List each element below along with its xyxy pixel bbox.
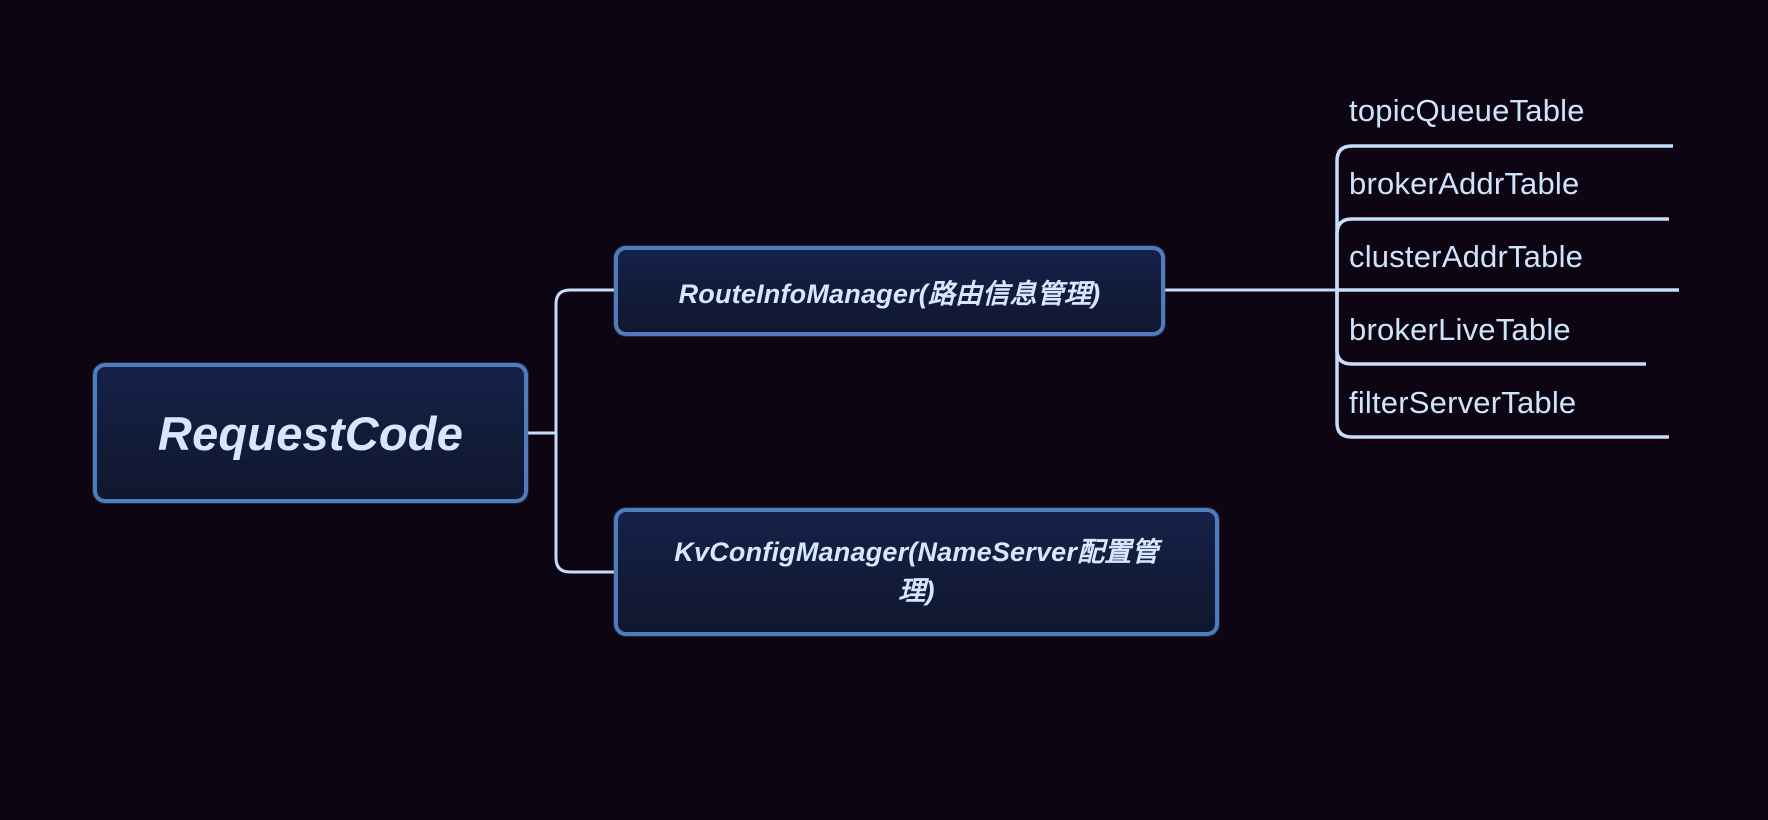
kvconfigmanager-label-line1: KvConfigManager(NameServer配置管 — [674, 536, 1159, 567]
brokeraddrtable-label: brokerAddrTable — [1349, 166, 1580, 201]
routeinfomanager-label: RouteInfoManager(路由信息管理) — [678, 278, 1101, 309]
root-label: RequestCode — [157, 406, 464, 460]
mindmap-node-root[interactable]: RequestCode — [93, 363, 528, 503]
filterservertable-label: filterServerTable — [1349, 385, 1577, 420]
clusteraddrtable-label: clusterAddrTable — [1349, 239, 1584, 274]
kvconfigmanager-label: KvConfigManager(NameServer配置管 理) — [636, 533, 1197, 611]
mindmap-node-kvconfigmanager[interactable]: KvConfigManager(NameServer配置管 理) — [614, 508, 1219, 636]
kvconfigmanager-label-line2: 理) — [898, 576, 935, 606]
mindmap-leaf-brokerlivetable[interactable]: brokerLiveTable — [1349, 312, 1571, 348]
mindmap-leaf-topicqueuetable[interactable]: topicQueueTable — [1349, 93, 1585, 129]
mindmap-node-routeinfomanager[interactable]: RouteInfoManager(路由信息管理) — [614, 246, 1165, 336]
mindmap-leaf-brokeraddrtable[interactable]: brokerAddrTable — [1349, 166, 1579, 202]
mindmap-leaf-filterservertable[interactable]: filterServerTable — [1349, 385, 1576, 421]
topicqueuetable-label: topicQueueTable — [1349, 93, 1585, 128]
brokerlivetable-label: brokerLiveTable — [1349, 312, 1571, 347]
mindmap-leaf-clusteraddrtable[interactable]: clusterAddrTable — [1349, 239, 1583, 275]
connector-root-to-kvconfigmanager — [554, 431, 616, 574]
connector-root-to-routeinfomanager — [554, 288, 616, 435]
